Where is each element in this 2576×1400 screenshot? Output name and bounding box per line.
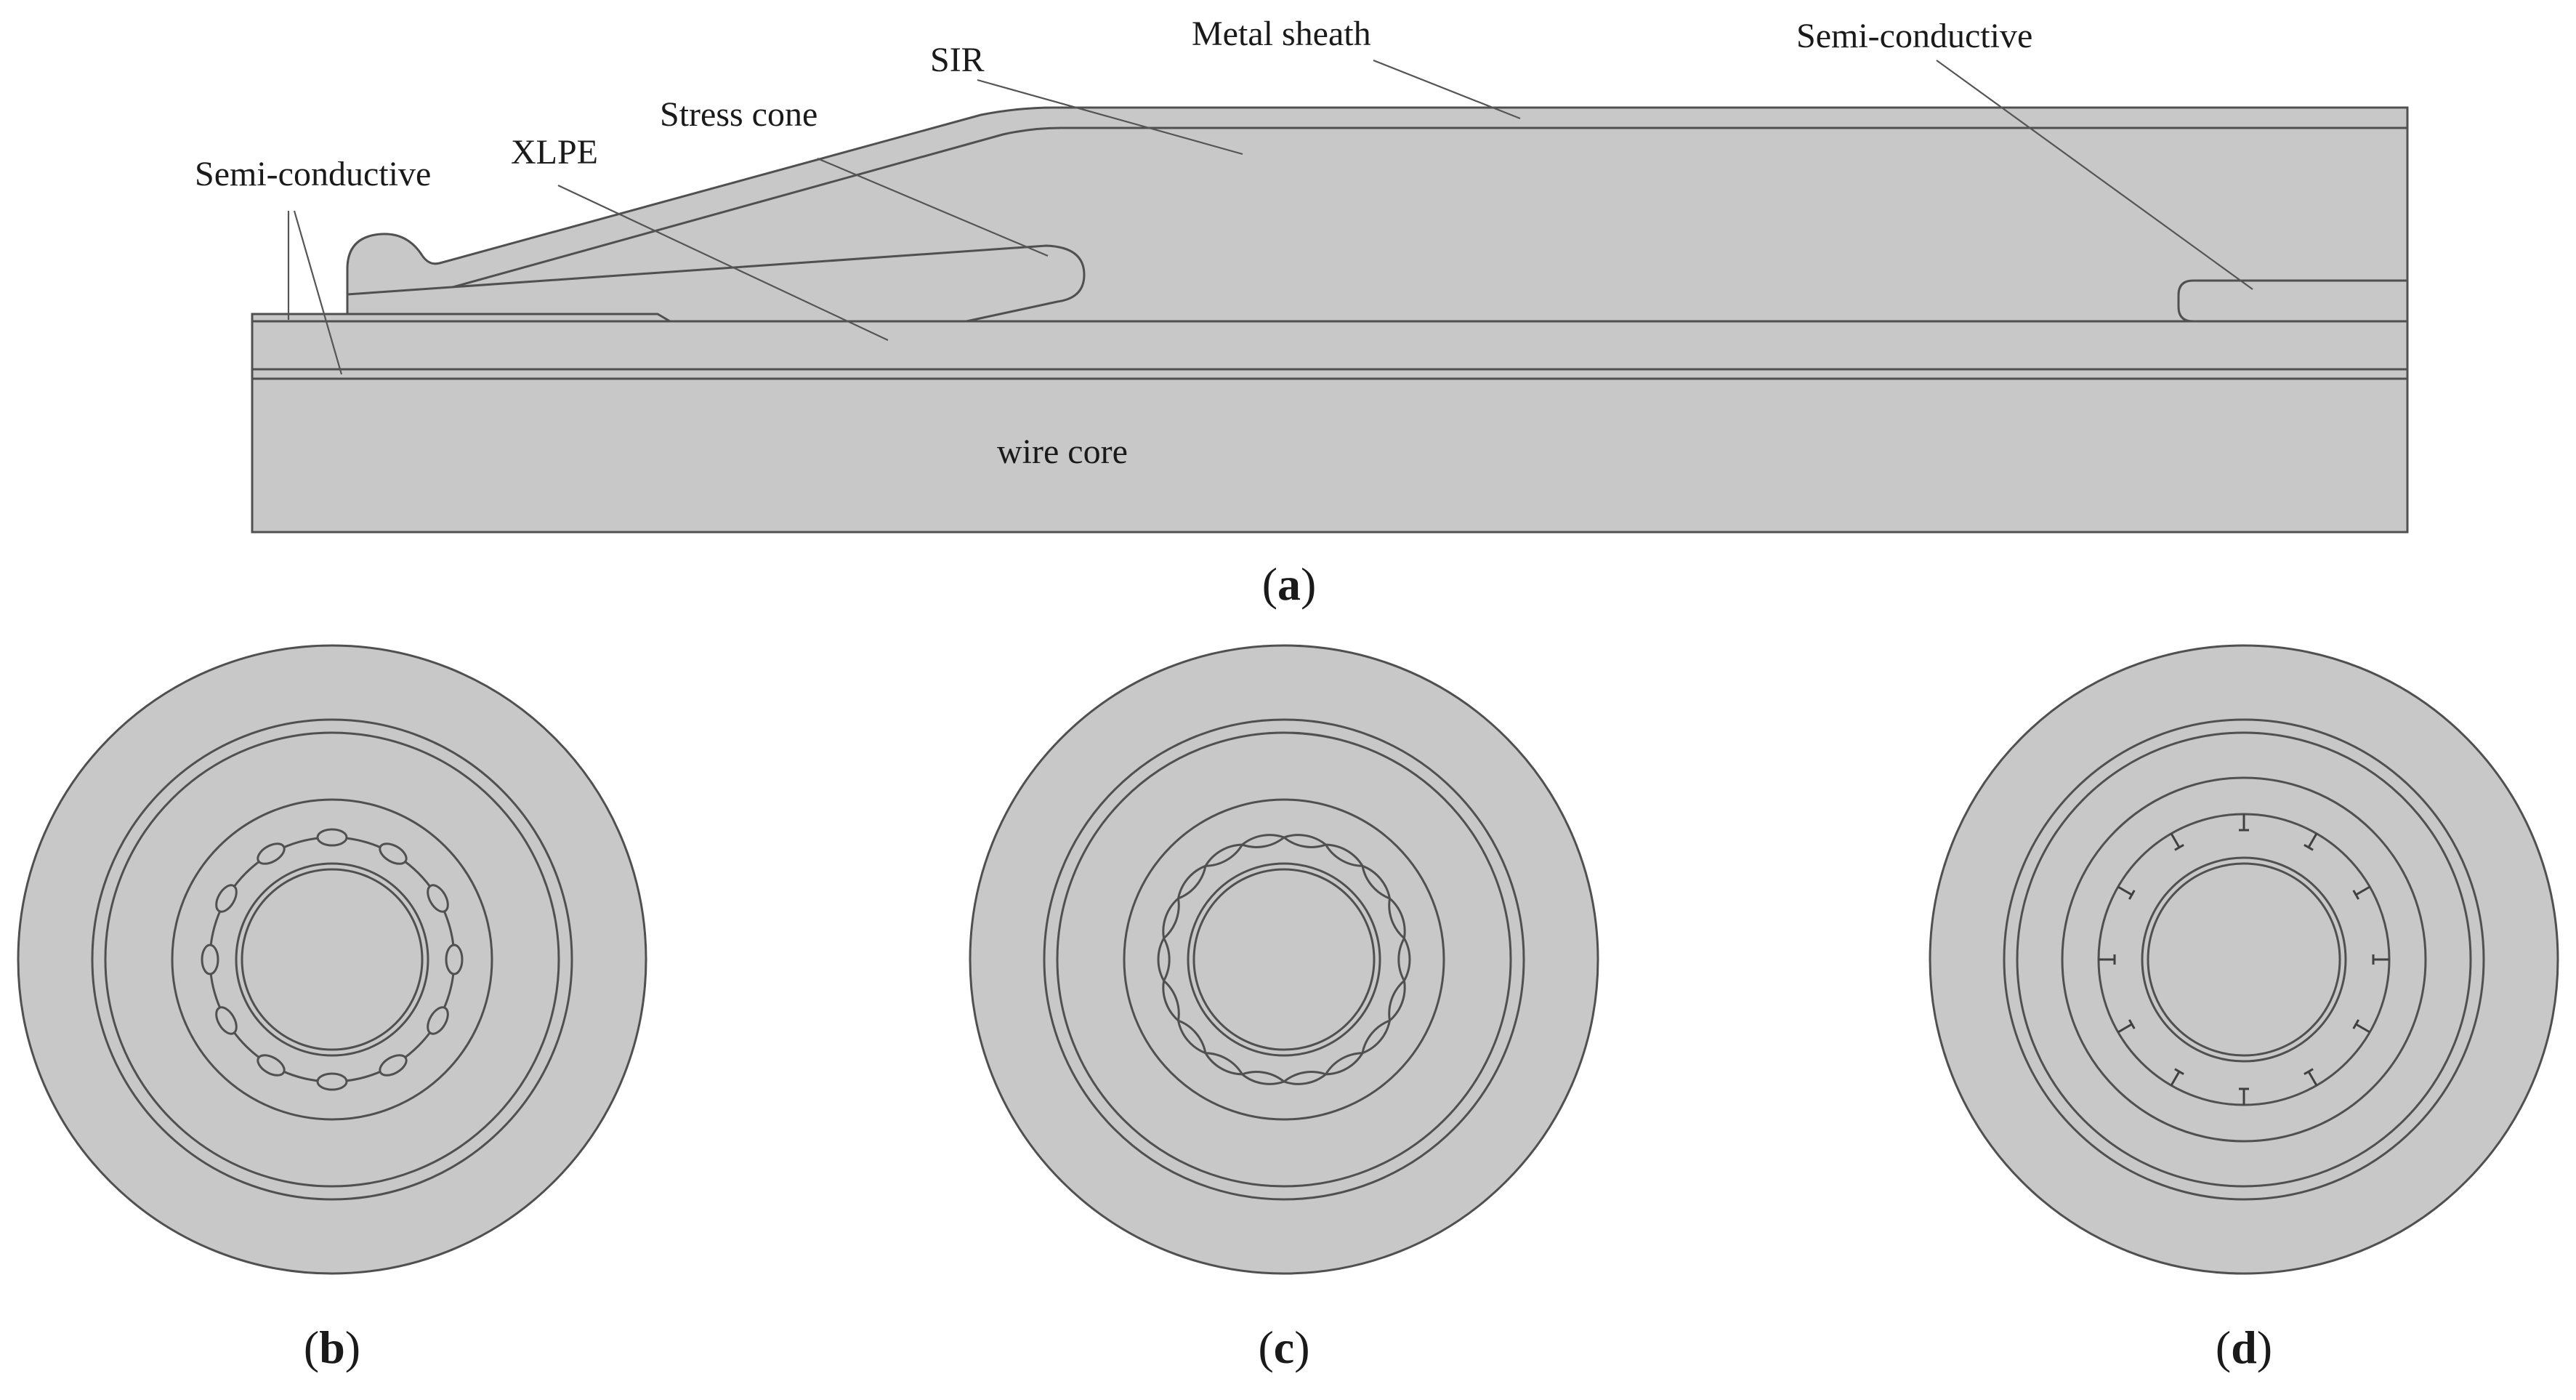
label-stress-cone: Stress cone	[660, 95, 817, 134]
core-ring-inner	[1192, 868, 1376, 1051]
label-semi-conductive-left: Semi-conductive	[195, 155, 431, 193]
insulation-ring	[2061, 776, 2427, 1143]
sheath-ring-outer	[1043, 718, 1525, 1201]
label-wire-core: wire core	[997, 433, 1128, 471]
caption-a: (a)	[1262, 558, 1317, 610]
leader-semi-conductive-right	[1936, 60, 2253, 290]
insulation-ring	[171, 798, 493, 1121]
panel-d: (d)	[1929, 644, 2559, 1373]
ellipse-defect	[215, 884, 238, 913]
needle-tip	[2304, 843, 2314, 851]
wire-core-region	[251, 320, 2409, 534]
needle-tip	[2352, 1019, 2360, 1029]
needle-tip	[2174, 843, 2184, 851]
ellipse-defect	[257, 842, 286, 865]
panel-c: (c)	[969, 644, 1599, 1373]
ellipse-defect	[379, 842, 408, 865]
ellipse-defect	[316, 1072, 348, 1091]
ellipse-defect	[215, 1006, 238, 1035]
ellipse-defect	[316, 828, 348, 847]
lens-defect	[1388, 896, 1406, 941]
outer-ring	[17, 644, 647, 1275]
sheath-ring-outer	[2003, 718, 2485, 1201]
sheath-ring-inner	[104, 731, 560, 1188]
lens-defects	[1157, 834, 1411, 1085]
needle-tip	[2352, 890, 2360, 900]
panel-b: (b)	[17, 644, 647, 1373]
core-ring-inner	[241, 868, 424, 1051]
label-metal-sheath: Metal sheath	[1192, 15, 1371, 53]
ellipse-defect	[257, 1054, 286, 1077]
label-xlpe: XLPE	[511, 133, 598, 172]
leader-semi-conductive-2	[293, 210, 343, 375]
semi-conductive-right-layer	[2177, 279, 2409, 323]
ellipse-defect	[445, 944, 464, 975]
metal-sheath-line	[439, 126, 2407, 292]
outer-ring	[969, 644, 1599, 1275]
label-semi-conductive-right: Semi-conductive	[1796, 17, 2032, 55]
needle-defect	[2170, 1071, 2181, 1086]
needle-tip	[2128, 1019, 2136, 1029]
core-ring-outer	[235, 862, 429, 1057]
leader-stress-cone	[817, 157, 1049, 257]
needle-defect	[2307, 1071, 2318, 1086]
needle-defects	[2099, 814, 2389, 1105]
leader-metal-sheath	[1373, 59, 1521, 120]
core-ring-outer	[1187, 862, 1381, 1057]
ellipse-defect	[379, 1054, 408, 1077]
ellipse-defect	[427, 1006, 449, 1035]
needle-defect	[2117, 885, 2133, 896]
needle-defect	[2170, 833, 2181, 848]
sheath-ring-inner	[1056, 731, 1512, 1188]
needle-tip	[2174, 1068, 2184, 1076]
sheath-ring-inner	[2016, 731, 2472, 1188]
needle-defect	[2117, 1023, 2133, 1034]
core-ring-outer	[2141, 856, 2347, 1063]
caption-b: (b)	[304, 1321, 360, 1373]
needle-tip	[2128, 890, 2136, 900]
needle-defect	[2307, 833, 2318, 848]
needle-defect	[2355, 1023, 2370, 1034]
label-sir: SIR	[930, 41, 985, 79]
insulation-ring	[1123, 798, 1445, 1121]
leader-sir	[977, 79, 1243, 156]
ellipse-defects	[201, 828, 464, 1091]
panel-a: Metal sheath SIR Semi-conductive Stress …	[195, 15, 2409, 610]
ellipse-defect	[201, 944, 219, 975]
sheath-ring-outer	[91, 718, 573, 1201]
needle-defect	[2355, 885, 2370, 896]
leader-xlpe	[557, 185, 889, 341]
caption-c: (c)	[1258, 1321, 1309, 1373]
lens-defect	[1157, 936, 1171, 983]
needle-tip	[2304, 1068, 2314, 1076]
stress-cone	[346, 244, 1086, 323]
outer-ring	[1929, 644, 2559, 1275]
ellipse-defect	[427, 884, 449, 913]
lens-defect	[1397, 936, 1411, 983]
caption-d: (d)	[2216, 1321, 2272, 1373]
core-ring-inner	[2147, 862, 2341, 1057]
